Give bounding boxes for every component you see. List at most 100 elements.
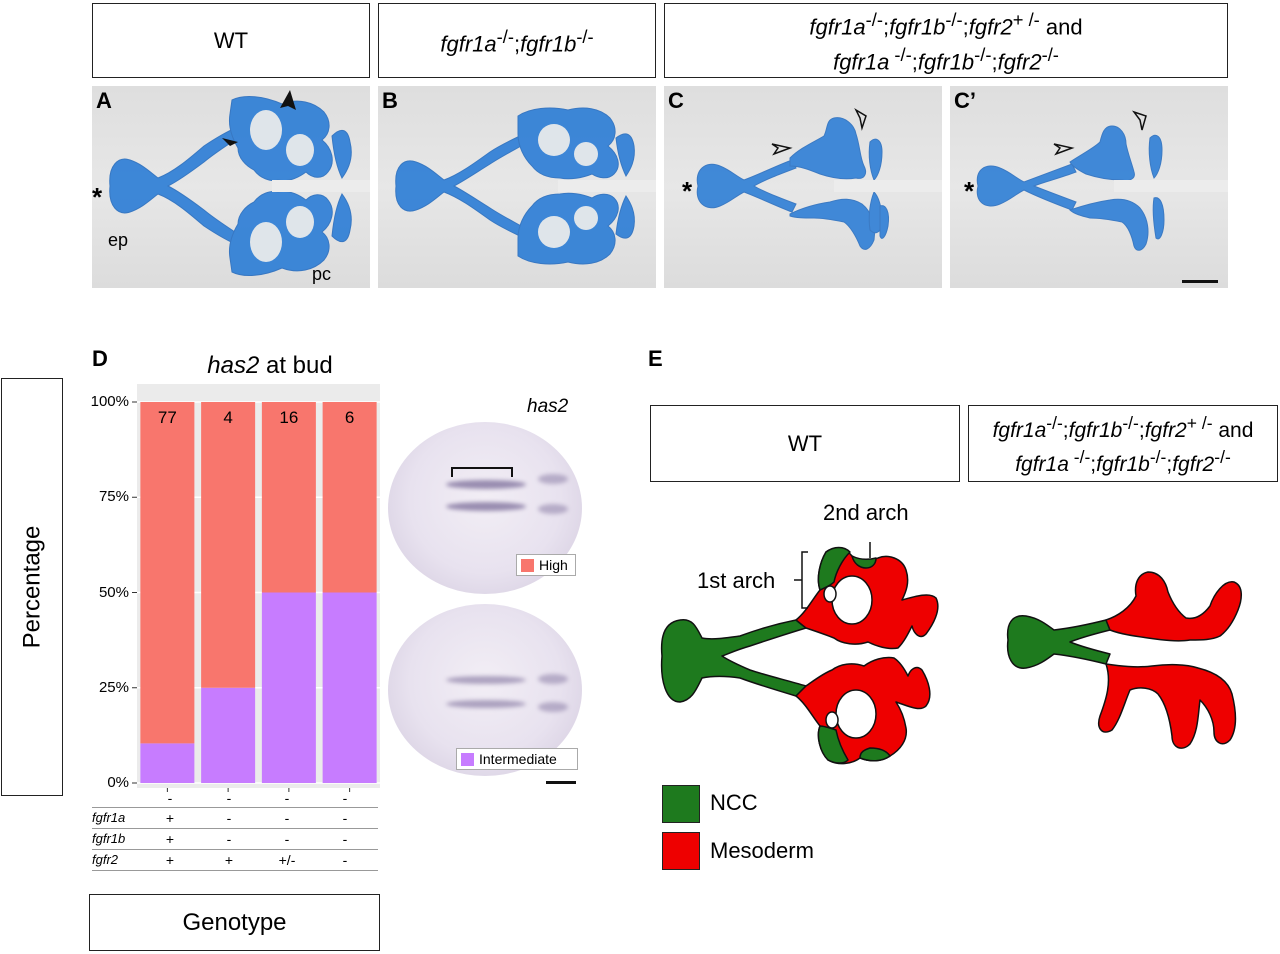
cartilage-triple-drawing-c — [696, 108, 942, 250]
panel-label-a: A — [96, 88, 112, 113]
label-second-arch: 2nd arch — [823, 500, 909, 525]
row-label-fgfr1b: fgfr1b — [92, 831, 126, 846]
panel-label-c: C — [668, 88, 684, 113]
chart-title: has2 at bud — [150, 352, 390, 380]
bar-count-label: 77 — [157, 408, 177, 427]
table-divider — [92, 807, 378, 808]
genotype-mark: - — [342, 790, 348, 806]
x-axis-label-box: Genotype — [89, 894, 380, 951]
allele-sup: -/- — [1041, 43, 1059, 65]
bar-high — [201, 402, 256, 688]
genotype-mark: - — [226, 790, 232, 806]
cartilage-triple-drawing-c-prime — [976, 110, 1228, 251]
header-double-mutant: fgfr1a-/-;fgfr1b-/- — [378, 3, 656, 78]
bracket-mark — [451, 467, 513, 477]
allele-sup: -/- — [1149, 446, 1167, 467]
expression-stripe — [538, 702, 568, 712]
gene-fgfr2: fgfr2 — [968, 14, 1013, 40]
genotype-cell: - — [342, 810, 348, 826]
expression-stripe — [538, 474, 568, 484]
genotype-cell: +/- — [278, 852, 296, 868]
bar-count-label: 6 — [344, 408, 355, 427]
header-triple-text: fgfr1a-/-;fgfr1b-/-;fgfr2+ /- and fgfr1a… — [809, 9, 1083, 74]
header-double-text: fgfr1a-/-;fgfr1b-/- — [440, 26, 594, 57]
allele-sup: -/- — [496, 26, 514, 48]
allele-sup: -/- — [1046, 412, 1063, 433]
gene-fgfr2: fgfr2 — [1144, 418, 1187, 442]
y-tick-label: 100% — [90, 393, 129, 410]
gene-fgfr2: fgfr2 — [997, 48, 1042, 74]
panel-label-e: E — [648, 346, 663, 371]
gene-fgfr1b: fgfr1b — [1096, 452, 1150, 476]
legend-swatch-intermediate — [461, 752, 474, 766]
allele-sup: -/- — [865, 9, 883, 31]
legend-intermediate: Intermediate — [456, 748, 578, 770]
genotype-mark: - — [167, 790, 173, 806]
gene-fgfr1b: fgfr1b — [889, 14, 946, 40]
y-tick-label: 0% — [107, 774, 129, 791]
panel-c-image: C * — [664, 86, 942, 288]
bar-intermediate — [261, 592, 316, 783]
genotype-cell: - — [226, 810, 232, 826]
genotype-cell: - — [284, 810, 290, 826]
header-triple-mutant: fgfr1a-/-;fgfr1b-/-;fgfr2+ /- and fgfr1a… — [664, 3, 1228, 78]
table-divider — [92, 870, 378, 871]
bar-intermediate — [140, 743, 195, 783]
gene-fgfr1a: fgfr1a — [440, 31, 497, 57]
table-divider — [92, 828, 378, 829]
panel-c-prime-image: C’ * — [950, 86, 1228, 288]
y-tick-label: 25% — [98, 678, 129, 696]
expression-stripe — [538, 674, 568, 684]
asterisk-mark: * — [964, 176, 975, 206]
and-text: and — [1045, 14, 1083, 40]
cartilage-wt-drawing — [109, 90, 370, 276]
gene-fgfr1a: fgfr1a — [833, 48, 890, 74]
genotype-cell: + — [165, 831, 175, 847]
expression-stripe — [446, 480, 526, 489]
allele-sup: -/- — [974, 43, 992, 65]
genotype-cell: + — [165, 810, 175, 826]
allele-sup: -/- — [576, 26, 594, 48]
legend-high-text: High — [539, 557, 568, 573]
legend-swatch-ncc — [662, 785, 700, 823]
panel-label-b: B — [382, 88, 398, 113]
bar-high — [322, 402, 377, 593]
legend-high: High — [516, 554, 576, 576]
legend-mesoderm-text: Mesoderm — [710, 838, 814, 863]
diagram-mutant-header: fgfr1a-/-;fgfr1b-/-;fgfr2+ /- and fgfr1a… — [968, 405, 1278, 482]
expression-stripe — [538, 504, 568, 514]
bar-intermediate — [201, 687, 256, 783]
x-axis-label: Genotype — [182, 908, 287, 936]
chart-title-gene: has2 — [207, 352, 260, 379]
genotype-mark: - — [284, 790, 290, 806]
diagram-wt-text: WT — [787, 430, 823, 456]
allele-sup: + /- — [1186, 412, 1213, 433]
row-label-fgfr2: fgfr2 — [92, 852, 119, 867]
panel-label-d: D — [92, 346, 108, 371]
and-text: and — [1218, 418, 1254, 442]
scale-bar — [546, 781, 576, 784]
gene-fgfr1b: fgfr1b — [1068, 418, 1123, 442]
genotype-cell: + — [224, 852, 234, 868]
wt-cartilage-diagram — [660, 542, 939, 765]
genotype-cell: - — [284, 831, 290, 847]
panel-a-image: A * ep pc — [92, 86, 370, 288]
expression-stripe — [446, 700, 526, 708]
table-divider — [92, 849, 378, 850]
allele-sup: -/- — [889, 43, 912, 65]
embryo-image-high: High — [388, 422, 582, 594]
gene-fgfr1b: fgfr1b — [917, 48, 975, 74]
allele-sup: + /- — [1012, 9, 1040, 31]
bar-high — [140, 402, 195, 744]
bar-count-label: 4 — [223, 408, 233, 427]
allele-sup: -/- — [1068, 446, 1091, 467]
genotype-cell: - — [342, 831, 348, 847]
allele-sup: -/- — [1122, 412, 1139, 433]
genotype-cell: - — [226, 831, 232, 847]
legend-intermediate-text: Intermediate — [479, 751, 557, 767]
allele-sup: -/- — [1214, 446, 1231, 467]
asterisk-mark: * — [682, 176, 693, 206]
label-ep: ep — [108, 230, 129, 250]
legend-swatch-high — [521, 558, 534, 572]
embryo-gene-label: has2 — [527, 396, 569, 417]
